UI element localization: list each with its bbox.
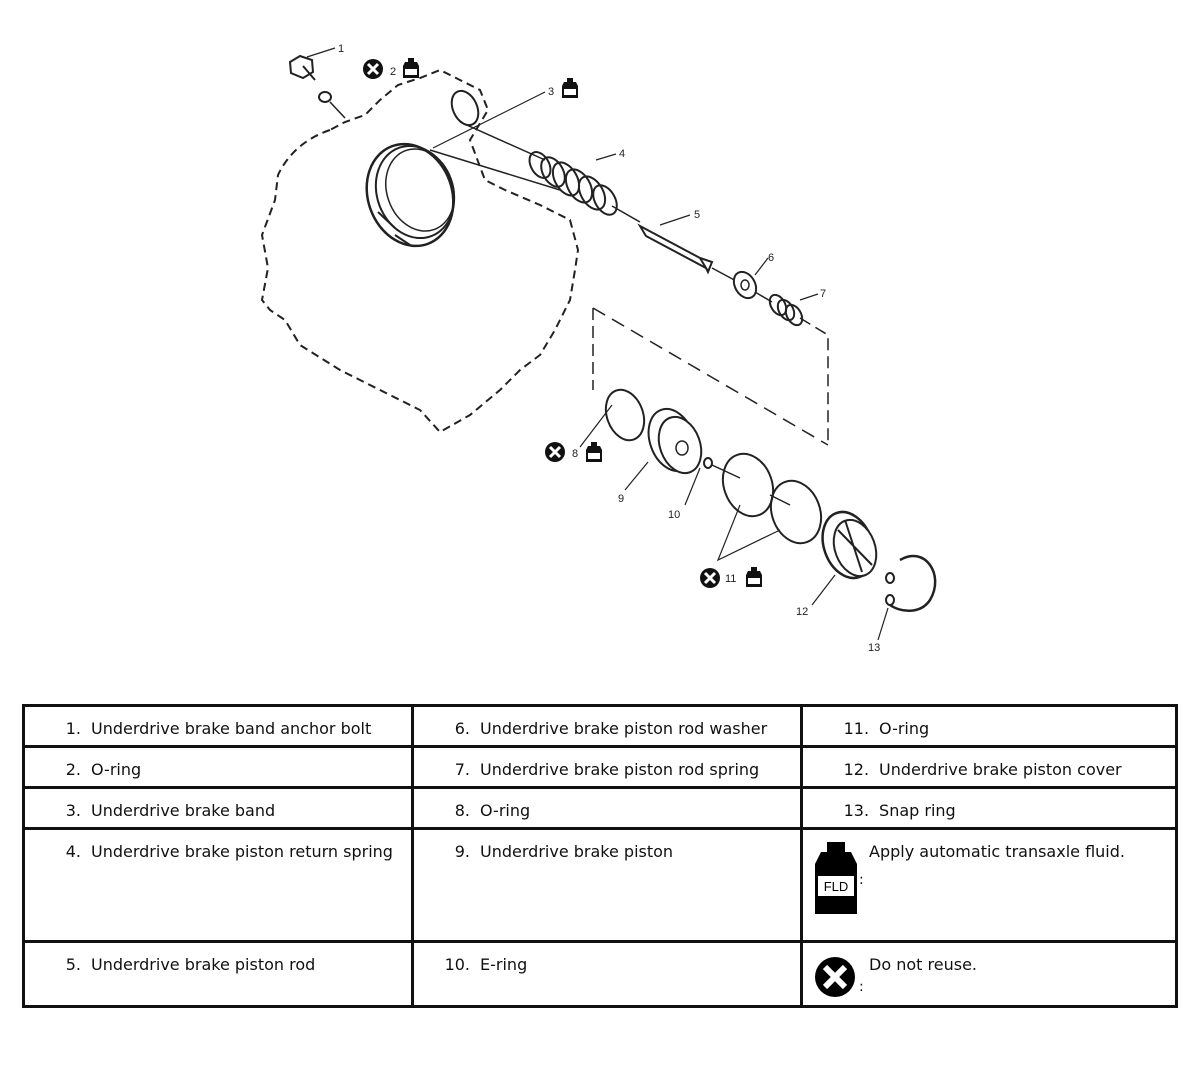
legend-text: Underdrive brake piston (480, 842, 674, 861)
legend-text: Underdrive brake piston return spring (91, 842, 393, 861)
no-reuse-legend-text: Do not reuse. (869, 955, 977, 974)
legend-text: Underdrive brake band (91, 801, 276, 820)
piston-cover-part (821, 510, 878, 580)
fluid-label: FLD (824, 879, 849, 894)
callout-2: 2 (390, 66, 396, 78)
legend-table: 1. Underdrive brake band anchor bolt 6. Un… (21, 704, 1178, 1008)
legend-num: 13. (843, 801, 870, 820)
legend-text: Underdrive brake piston rod washer (480, 719, 768, 738)
legend-text: Underdrive brake piston rod spring (480, 760, 760, 779)
legend-text: Underdrive brake piston cover (879, 760, 1122, 779)
legend-num: 12. (843, 760, 870, 779)
legend-text: O-ring (879, 719, 930, 738)
legend-text: O-ring (91, 760, 142, 779)
o-ring-11a-part (721, 452, 775, 518)
fluid-legend-text: Apply automatic transaxle fluid. (869, 842, 1125, 861)
callout-12: 12 (796, 606, 808, 618)
callout-3: 3 (548, 86, 554, 98)
legend-num: 8. (454, 801, 471, 820)
legend-num: 6. (454, 719, 471, 738)
fluid-bottle-icon (586, 442, 602, 462)
exploded-view-diagram: 1 2 3 4 5 6 7 8 9 10 11 12 13 (260, 43, 937, 654)
legend-row: 3. Underdrive brake band 8. O-ring 13. Snap… (21, 786, 1178, 830)
anchor-bolt-part (288, 54, 316, 81)
fluid-bottle-icon (562, 78, 578, 98)
callout-10: 10 (668, 509, 680, 521)
callout-8: 8 (572, 448, 578, 460)
callout-7: 7 (820, 288, 826, 300)
legend-text: Underdrive brake band anchor bolt (91, 719, 372, 738)
fluid-bottle-icon: FLD (815, 842, 858, 914)
legend-colon: : (859, 872, 864, 888)
legend-num: 5. (65, 955, 81, 974)
brake-piston-part (647, 408, 703, 475)
callout-6: 6 (768, 252, 774, 264)
legend-text: Underdrive brake piston rod (91, 955, 316, 974)
do-not-reuse-icon (543, 440, 567, 464)
transaxle-case-outline (260, 68, 580, 434)
legend-text: E-ring (480, 955, 528, 974)
legend-row: 4.Underdrive brake piston return spring … (21, 827, 1178, 943)
e-ring-part (703, 457, 713, 469)
callout-1: 1 (338, 43, 344, 55)
callout-13: 13 (868, 642, 880, 654)
callout-4: 4 (619, 148, 625, 160)
legend-num: 2. (65, 760, 81, 779)
callout-9: 9 (618, 493, 624, 505)
return-spring-part (528, 151, 618, 216)
piston-rod-part (637, 223, 714, 275)
o-ring-2-part (318, 91, 332, 103)
legend-num: 9. (454, 842, 471, 861)
legend-text: O-ring (480, 801, 531, 820)
legend-row: 5.Underdrive brake piston rod 10.E-ring … (21, 940, 1178, 1008)
legend-num: 4. (65, 842, 81, 861)
do-not-reuse-icon (815, 957, 856, 997)
legend-num: 1. (65, 719, 81, 738)
legend-num: 3. (65, 801, 81, 820)
legend-num: 7. (454, 760, 471, 779)
legend-num: 11. (843, 719, 870, 738)
do-not-reuse-icon (698, 566, 722, 590)
o-ring-11b-part (769, 479, 823, 545)
brake-band-part (365, 142, 456, 248)
legend-num: 10. (444, 955, 471, 974)
do-not-reuse-icon (361, 57, 385, 81)
rod-washer-part (732, 270, 758, 300)
snap-ring-part (885, 554, 937, 612)
legend-text: Snap ring (879, 801, 956, 820)
rod-spring-part (768, 293, 804, 327)
callout-11: 11 (725, 573, 736, 585)
callout-5: 5 (694, 209, 700, 221)
o-ring-8-part (604, 388, 646, 442)
case-bore (450, 89, 480, 127)
legend-row: 2. O-ring 7. Underdrive brake piston rod s… (21, 745, 1178, 789)
legend-colon: : (859, 979, 864, 995)
fluid-bottle-icon (403, 58, 419, 78)
legend-row: 1. Underdrive brake band anchor bolt 6. Un… (21, 704, 1178, 748)
fluid-bottle-icon (746, 567, 762, 587)
